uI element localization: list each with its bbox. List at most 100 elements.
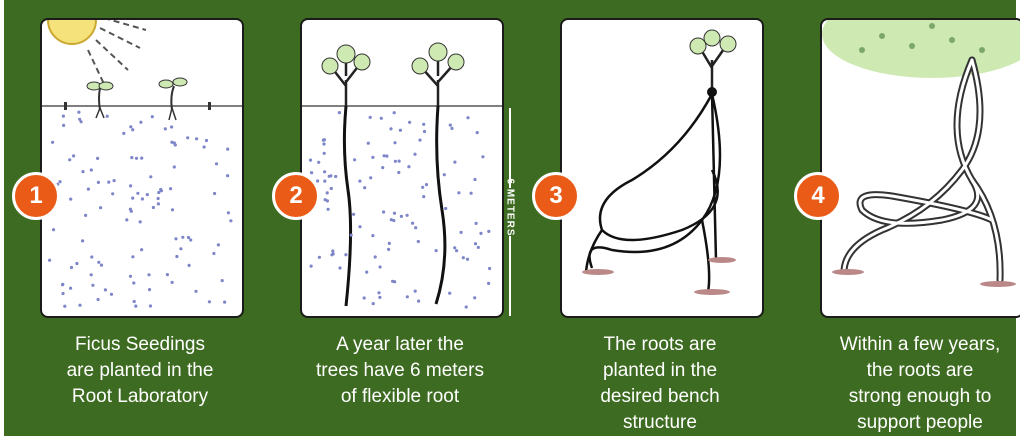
panel-step-1	[40, 18, 244, 318]
six-meter-indicator: 6 METERS	[492, 108, 528, 316]
tree-canopy	[822, 20, 1020, 78]
soil-dot	[169, 187, 172, 190]
tree-roots-illustration	[302, 20, 502, 316]
soil-dot	[488, 267, 491, 270]
soil-dot	[334, 175, 337, 178]
soil-dot	[131, 197, 134, 200]
soil-dot	[327, 208, 330, 211]
soil-dot	[78, 118, 81, 121]
soil-dot	[455, 249, 458, 252]
soil-dot	[174, 143, 177, 146]
soil-dot	[369, 176, 372, 179]
soil-dot	[414, 290, 417, 293]
soil-dot	[406, 214, 409, 217]
soil-dot	[188, 264, 191, 267]
soil-dot	[338, 266, 341, 269]
soil-dot	[63, 305, 66, 308]
soil-dot	[148, 288, 151, 291]
soil-dot	[317, 161, 320, 164]
soil-dot	[104, 288, 107, 291]
soil-dot	[372, 302, 375, 305]
soil-dot	[226, 148, 229, 151]
soil-dot	[338, 111, 341, 114]
soil-dot	[157, 197, 160, 200]
soil-dot	[122, 132, 125, 135]
soil-dot	[418, 139, 421, 142]
soil-dot	[113, 179, 116, 182]
soil-dot	[393, 212, 396, 215]
soil-dot	[378, 296, 381, 299]
soil-dot	[87, 188, 90, 191]
soil-dot	[487, 282, 490, 285]
soil-dot	[90, 168, 93, 171]
soil-dot	[136, 192, 139, 195]
bench-roots	[844, 60, 1000, 280]
soil-dot	[135, 157, 138, 160]
panel-step-2	[300, 18, 504, 318]
soil-dot	[81, 170, 84, 173]
soil-dot	[388, 242, 391, 245]
soil-dot	[476, 131, 479, 134]
soil-dot	[449, 124, 452, 127]
soil-dot	[323, 170, 326, 173]
soil-dot	[371, 234, 374, 237]
soil-dot	[131, 255, 134, 258]
sun-icon	[48, 20, 146, 84]
soil-dot	[479, 232, 482, 235]
soil-dot	[377, 291, 380, 294]
soil-dot	[393, 280, 396, 283]
soil-dot	[381, 166, 384, 169]
soil-dot	[411, 222, 414, 225]
ground-patch	[832, 269, 1016, 287]
soil-dot	[75, 262, 78, 265]
soil-dot	[139, 121, 142, 124]
soil-dot	[397, 171, 400, 174]
step-caption-2: A year later the trees have 6 meters of …	[295, 332, 505, 410]
soil-dot	[330, 187, 333, 190]
soil-dot	[477, 246, 480, 249]
soil-dot	[107, 181, 110, 184]
soil-dot	[344, 253, 347, 256]
soil-dot	[226, 174, 229, 177]
soil-dot	[90, 255, 93, 258]
soil-dot	[435, 249, 438, 252]
soil-dot	[203, 145, 206, 148]
soil-dot	[97, 181, 100, 184]
soil-dot	[423, 130, 426, 133]
soil-dot	[363, 296, 366, 299]
soil-dot	[323, 152, 326, 155]
soil-dot	[97, 298, 100, 301]
soil-dot	[363, 186, 366, 189]
soil-dot	[326, 191, 329, 194]
soil-dot	[159, 188, 162, 191]
soil-dot	[358, 225, 361, 228]
soil-dot	[465, 305, 468, 308]
seedling-icon	[87, 82, 113, 118]
soil-dot	[78, 304, 81, 307]
soil-dot	[448, 292, 451, 295]
step-badge-2: 2	[272, 172, 320, 220]
soil-dot	[323, 180, 326, 183]
soil-dot	[149, 304, 152, 307]
soil-dot	[164, 127, 167, 130]
soil-dot	[186, 136, 189, 139]
soil-dot	[382, 210, 385, 213]
soil-dot	[408, 121, 411, 124]
soil-dot	[369, 116, 372, 119]
soil-dot	[205, 139, 208, 142]
soil-dot	[475, 222, 478, 225]
soil-dot	[425, 183, 428, 186]
soil-dot	[462, 256, 465, 259]
soil-dot	[100, 264, 103, 267]
soil-dot	[129, 184, 132, 187]
soil-dot	[213, 192, 216, 195]
soil-dot	[466, 258, 469, 261]
soil-dot	[157, 191, 160, 194]
soil-dot	[473, 178, 476, 181]
soil-dot	[48, 259, 51, 262]
soil-dot	[97, 261, 100, 264]
soil-dot	[422, 123, 425, 126]
soil-dot	[453, 246, 456, 249]
soil-dot	[380, 117, 383, 120]
soil-dot	[390, 218, 393, 221]
